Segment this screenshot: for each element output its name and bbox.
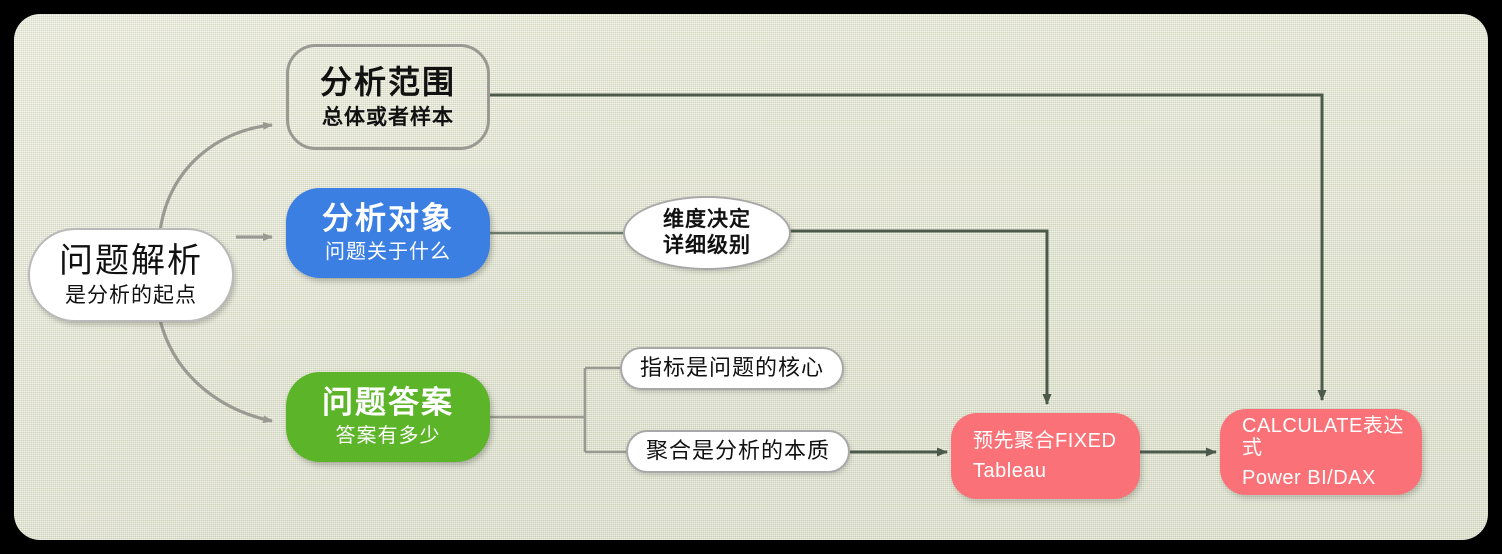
label-dimension-line2: 详细级别: [663, 234, 751, 257]
node-analysis-object[interactable]: 分析对象 问题关于什么: [286, 188, 490, 278]
node-tableau-fixed-line2: Tableau: [973, 459, 1047, 482]
label-metric-text: 指标是问题的核心: [639, 355, 824, 381]
node-problem-answer-title: 问题答案: [322, 385, 454, 421]
node-problem-answer-subtitle: 答案有多少: [335, 425, 441, 448]
node-analysis-scope-title: 分析范围: [319, 63, 456, 100]
node-tableau-fixed-line1: 预先聚合FIXED: [973, 430, 1117, 453]
node-analysis-object-title: 分析对象: [322, 201, 454, 237]
node-powerbi-calculate-line2: Power BI/DAX: [1242, 466, 1376, 489]
node-tableau-fixed[interactable]: 预先聚合FIXED Tableau: [951, 413, 1140, 499]
node-analysis-object-subtitle: 问题关于什么: [325, 241, 451, 264]
label-dimension-determines-lod[interactable]: 维度决定 详细级别: [623, 196, 791, 270]
node-problem-analysis[interactable]: 问题解析 是分析的起点: [28, 228, 234, 322]
label-aggregation-text: 聚合是分析的本质: [645, 438, 830, 464]
node-problem-answer[interactable]: 问题答案 答案有多少: [286, 372, 490, 462]
node-powerbi-calculate-line1: CALCULATE表达式: [1242, 414, 1404, 460]
node-powerbi-calculate[interactable]: CALCULATE表达式 Power BI/DAX: [1220, 409, 1422, 495]
node-problem-analysis-subtitle: 是分析的起点: [65, 284, 197, 308]
label-dimension-line1: 维度决定: [663, 208, 751, 232]
label-aggregation-is-essence[interactable]: 聚合是分析的本质: [626, 430, 850, 473]
node-problem-analysis-title: 问题解析: [59, 242, 203, 281]
node-analysis-scope-subtitle: 总体或者样本: [322, 105, 454, 129]
node-analysis-scope[interactable]: 分析范围 总体或者样本: [286, 44, 490, 150]
label-metric-is-core[interactable]: 指标是问题的核心: [620, 347, 844, 390]
